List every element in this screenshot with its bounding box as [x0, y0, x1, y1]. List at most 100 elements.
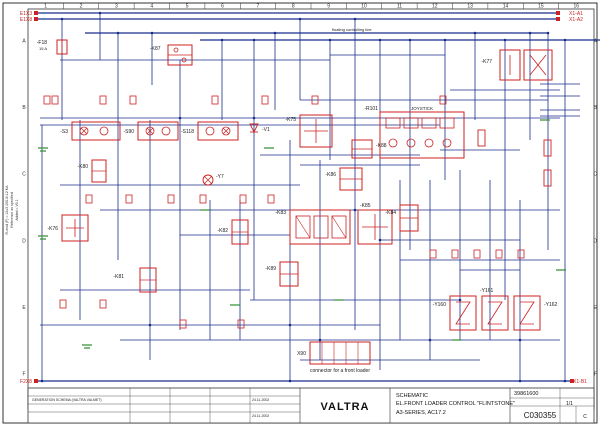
column-marker-top: 4 — [150, 4, 153, 10]
label-k82: -K82 — [217, 228, 228, 234]
label-k76: -K76 — [47, 226, 58, 232]
label-s118: -S118 — [181, 129, 194, 135]
row-marker-left: A — [22, 38, 26, 44]
right-resistors — [477, 129, 552, 187]
column-marker-top: 13 — [467, 4, 473, 10]
row-marker-right: B — [594, 105, 598, 111]
column-marker-top: 10 — [361, 4, 367, 10]
title-block: GENERATION SCHEMA (VALTRA VALMET) 24.11.… — [27, 387, 595, 424]
left-margin-notes: R-mod (F) = 12x3 /2013/-12 KA Reference … — [5, 185, 19, 235]
column-marker-top: 2 — [80, 4, 83, 10]
doc-sheet: 1/1 — [566, 401, 573, 407]
lamp-y7: -Y7 — [202, 174, 224, 186]
drawing-area-border — [27, 8, 595, 410]
label-y162: -Y162 — [544, 302, 558, 308]
fuse-f18: -F18 15 A — [37, 39, 68, 55]
doc-type: SCHEMATIC — [396, 393, 428, 399]
relay-k82: -K82 — [217, 219, 249, 245]
rail-label-top-right-2: X1-A2 — [569, 17, 583, 23]
revision: C — [583, 414, 587, 420]
column-marker-top: 15 — [538, 4, 544, 10]
relay-k84: -K84 — [385, 204, 419, 232]
rail-terminal-right-1 — [556, 11, 560, 15]
relay-k76: -K76 — [47, 214, 89, 242]
column-marker-top: 8 — [292, 4, 295, 10]
vertical-wires — [41, 13, 566, 380]
label-v1: -V1 — [262, 127, 270, 133]
row-marker-left: C — [22, 172, 26, 178]
label-k77: -K77 — [481, 59, 492, 65]
label-f18-rating: 15 A — [39, 46, 47, 51]
label-k89: -K89 — [265, 266, 276, 272]
rail-terminal-left-1 — [34, 11, 38, 15]
column-marker-top: 6 — [221, 4, 224, 10]
column-marker-top: 16 — [574, 4, 580, 10]
row-marker-left: D — [22, 238, 26, 244]
title-block-date-1: 24.11.2002 — [252, 398, 269, 402]
label-x90: X90 — [297, 351, 306, 357]
label-k81: -K81 — [113, 274, 124, 280]
doc-number: 39861600 — [514, 391, 538, 397]
label-k86: -K86 — [325, 172, 336, 178]
valtra-logo: VALTRA — [321, 401, 370, 413]
front-loader-note: connector for a front loader — [310, 368, 370, 374]
column-marker-top: 9 — [327, 4, 330, 10]
label-k87: -K87 — [150, 46, 161, 52]
row-marker-left: E — [22, 305, 26, 311]
label-y161: -Y161 — [480, 288, 494, 294]
rail-label-top-left-2: E1X8 — [20, 17, 32, 23]
left-note-1: R-mod (F) = 12x3 /2013/-12 KA — [5, 185, 9, 235]
joystick-block: -R101 JOYSTICK — [364, 106, 465, 159]
rail-terminal-left-2 — [34, 17, 38, 21]
label-k88: -K88 — [376, 143, 387, 149]
rail-terminals — [34, 11, 574, 383]
row-marker-right: C — [593, 172, 597, 178]
label-s90: -S90 — [123, 129, 134, 135]
rail-label-bottom-right: X1-B1 — [573, 379, 587, 385]
label-f18: -F18 — [37, 40, 48, 46]
row-marker-left: F — [22, 372, 25, 378]
switch-group-s90: -S90 — [123, 121, 179, 141]
ground-symbols — [38, 119, 566, 349]
left-note-3: Added = V0.1 — [15, 199, 19, 220]
horizontal-wires — [40, 54, 580, 361]
column-marker-top: 14 — [503, 4, 509, 10]
floating-control-label: floating controlling line — [332, 27, 372, 32]
relay-k81: -K81 — [113, 267, 157, 293]
title-block-date-2: 24.11.2002 — [252, 414, 269, 418]
label-r101: -R101 — [364, 106, 378, 112]
column-marker-top: 5 — [186, 4, 189, 10]
rail-label-top-left-1: E1X3 — [20, 11, 32, 17]
column-marker-top: 7 — [257, 4, 260, 10]
doc-title: EL.FRONT LOADER CONTROL "FLINTSTONE" — [396, 401, 515, 407]
column-marker-top: 11 — [397, 4, 402, 10]
switch-group-s3: -S3 — [60, 121, 121, 141]
rail-terminal-right-2 — [556, 17, 560, 21]
solenoid-y161: -Y161 — [480, 288, 509, 331]
label-joystick: JOYSTICK — [411, 106, 433, 111]
top-power-rails — [36, 12, 600, 41]
terminal-blocks — [43, 95, 525, 329]
relay-k89: -K89 — [265, 261, 299, 287]
relay-k80: -K80 — [77, 159, 107, 183]
label-k85: -K85 — [360, 203, 371, 209]
title-block-description: GENERATION SCHEMA (VALTRA VALMET) — [32, 398, 102, 402]
row-marker-right: D — [593, 238, 597, 244]
relay-k88: -K88 — [351, 139, 387, 159]
label-y7: -Y7 — [216, 174, 224, 180]
valve-block-center: -K83 — [275, 209, 351, 245]
label-k84: -K84 — [385, 210, 396, 216]
row-marker-left: B — [22, 105, 26, 111]
solenoid-y162: -Y162 — [513, 295, 558, 331]
label-k75: -K75 — [285, 117, 296, 123]
rail-terminal-bottom-right — [570, 379, 574, 383]
label-k80: -K80 — [77, 164, 88, 170]
rail-terminal-bottom-left — [34, 379, 38, 383]
relay-k75: -K75 — [285, 114, 333, 148]
label-s3: -S3 — [60, 129, 68, 135]
relay-k77: -K77 — [481, 49, 553, 81]
label-k83: -K83 — [275, 210, 286, 216]
diode-v1: -V1 — [249, 123, 270, 134]
row-marker-right: F — [594, 372, 597, 378]
